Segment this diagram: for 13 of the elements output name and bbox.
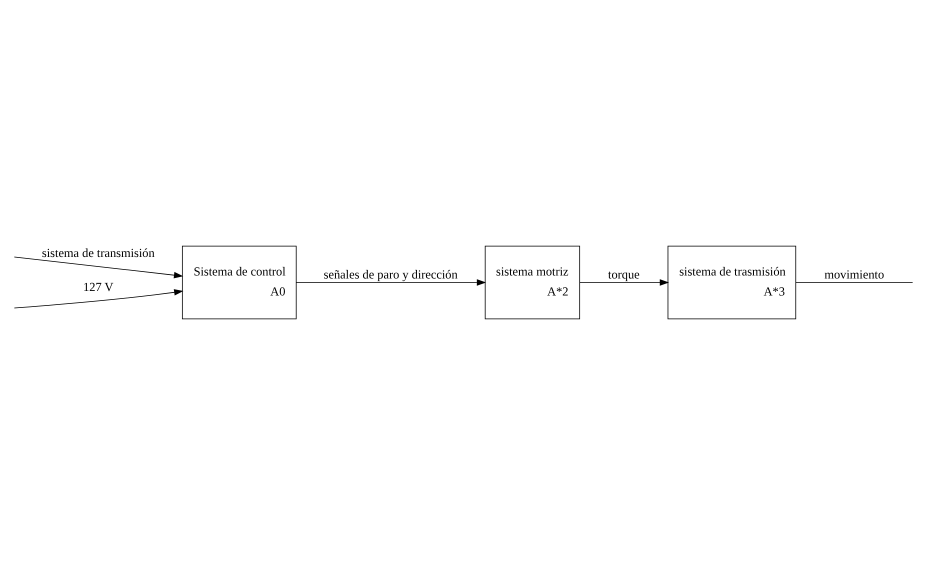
edge-label: sistema de transmisión <box>42 246 155 260</box>
edge-label: torque <box>608 267 640 282</box>
node-box: Sistema de control A0 <box>182 246 297 320</box>
arrow <box>14 256 184 278</box>
node-box: sistema motriz A*2 <box>484 246 580 320</box>
arrow <box>579 279 670 286</box>
edge-label: 127 V <box>83 280 114 294</box>
arrow <box>296 279 486 286</box>
edge-label: señales de paro y dirección <box>324 267 458 282</box>
arrow <box>14 289 184 308</box>
node-box: sistema de trasmisión A*3 <box>668 246 796 320</box>
connector <box>795 282 914 283</box>
edge-label: movimiento <box>824 267 884 282</box>
